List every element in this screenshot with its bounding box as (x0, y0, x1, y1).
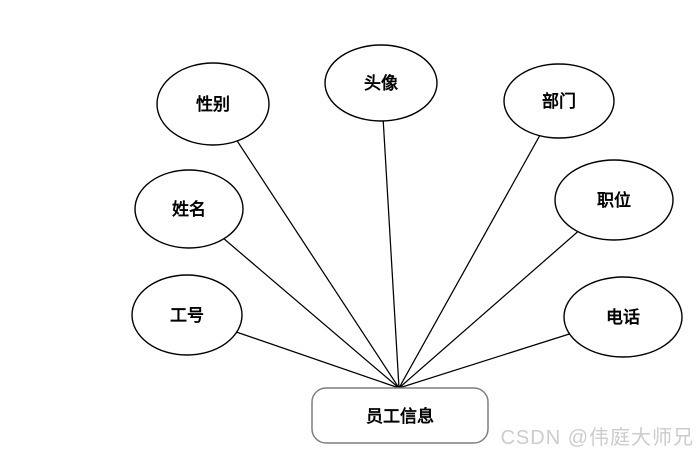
attribute-node-department: 部门 (503, 63, 615, 139)
entity-label-employee-info: 员工信息 (366, 406, 434, 426)
watermark-text: CSDN @伟庭大师兄 (500, 427, 694, 449)
attribute-ellipse-name (134, 169, 244, 249)
attribute-ellipse-phone (563, 276, 683, 358)
attribute-ellipse-position (554, 159, 674, 241)
attribute-node-position: 职位 (554, 159, 674, 241)
attribute-label-name: 姓名 (172, 199, 206, 219)
connector-line-gender (212, 103, 400, 389)
attribute-ellipse-avatar (324, 44, 438, 122)
attribute-ellipse-employee-id (131, 274, 243, 356)
attribute-ellipse-department (503, 63, 615, 139)
attribute-nodes: 性别 头像 部门 姓名 职位 工号 (131, 44, 683, 358)
attribute-node-gender: 性别 (156, 62, 270, 146)
attribute-ellipse-gender (156, 62, 270, 146)
attribute-label-phone: 电话 (606, 307, 640, 327)
connector-line-department (398, 100, 560, 389)
connector-line-avatar (380, 82, 400, 389)
attribute-label-gender: 性别 (196, 94, 230, 114)
attribute-node-avatar: 头像 (324, 44, 438, 122)
attribute-label-avatar: 头像 (364, 74, 399, 93)
attribute-node-name: 姓名 (134, 169, 244, 249)
attribute-node-employee-id: 工号 (131, 274, 243, 356)
attribute-label-position: 职位 (597, 190, 631, 210)
attribute-node-phone: 电话 (563, 276, 683, 358)
attribute-label-department: 部门 (542, 91, 576, 111)
entity-node-employee-info: 员工信息 (311, 387, 489, 444)
attribute-label-employee-id: 工号 (170, 306, 204, 325)
entity-rect-employee-info (311, 387, 489, 444)
